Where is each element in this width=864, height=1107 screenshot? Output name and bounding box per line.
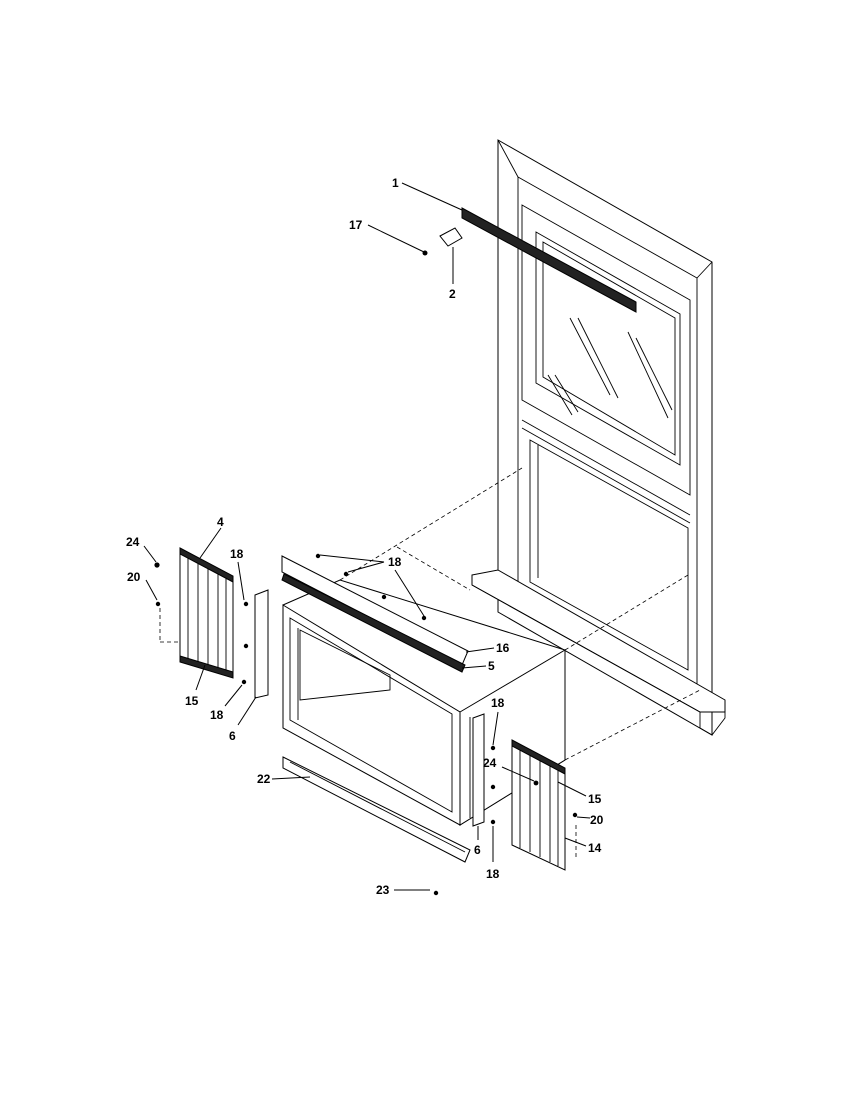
callout-14: 14	[564, 837, 602, 855]
callout-label-18-left-bottom: 18	[210, 708, 224, 722]
callout-20-right: 20	[576, 813, 604, 827]
callout-16: 16	[465, 641, 510, 655]
top-channel	[281, 555, 469, 673]
callout-label-15-right: 15	[588, 792, 602, 806]
bottom-channel	[282, 756, 471, 863]
callout-label-18-left-top: 18	[230, 547, 244, 561]
callout-1: 1	[392, 176, 463, 211]
callout-18-left-bottom: 18	[210, 684, 243, 722]
callout-label-1: 1	[392, 176, 399, 190]
callout-24-right: 24	[483, 756, 535, 782]
callout-20-left: 20	[127, 570, 158, 601]
callout-6-right: 6	[474, 826, 481, 857]
callout-18-left-top: 18	[230, 547, 245, 601]
left-curtain-panel	[159, 547, 269, 699]
callout-label-15-left: 15	[185, 694, 199, 708]
callout-15-left: 15	[185, 664, 206, 708]
callout-label-24-left: 24	[126, 535, 140, 549]
callout-label-2: 2	[449, 287, 456, 301]
callout-label-6-right: 6	[474, 843, 481, 857]
alignment-lines	[339, 467, 701, 761]
callout-17: 17	[349, 218, 425, 253]
callout-5: 5	[461, 659, 495, 673]
callout-label-18-right-bottom: 18	[486, 867, 500, 881]
callout-18-right-top: 18	[491, 696, 505, 746]
callout-label-17: 17	[349, 218, 363, 232]
callout-label-20-left: 20	[127, 570, 141, 584]
callout-2: 2	[449, 247, 456, 301]
right-curtain-panel	[472, 713, 577, 871]
callout-4: 4	[199, 515, 224, 559]
callout-label-14: 14	[588, 841, 602, 855]
callout-label-22: 22	[257, 772, 271, 786]
callout-label-4: 4	[217, 515, 224, 529]
callout-18-top: 18	[319, 554, 425, 617]
callout-18-right-bottom: 18	[486, 826, 500, 881]
callout-label-24-right: 24	[483, 756, 497, 770]
callout-label-5: 5	[488, 659, 495, 673]
callout-label-18-top: 18	[388, 555, 402, 569]
screws	[154, 553, 578, 896]
callout-label-16: 16	[496, 641, 510, 655]
window-frame	[471, 139, 726, 736]
callout-6-left: 6	[229, 696, 257, 743]
callout-label-20-right: 20	[590, 813, 604, 827]
callout-23: 23	[376, 883, 430, 897]
callout-label-6-left: 6	[229, 729, 236, 743]
callout-24-left: 24	[126, 535, 157, 563]
callout-label-23: 23	[376, 883, 390, 897]
callout-label-18-right-top: 18	[491, 696, 505, 710]
callout-22: 22	[257, 772, 311, 786]
callout-15-right: 15	[557, 781, 602, 806]
top-mounting-rail	[422, 207, 637, 313]
